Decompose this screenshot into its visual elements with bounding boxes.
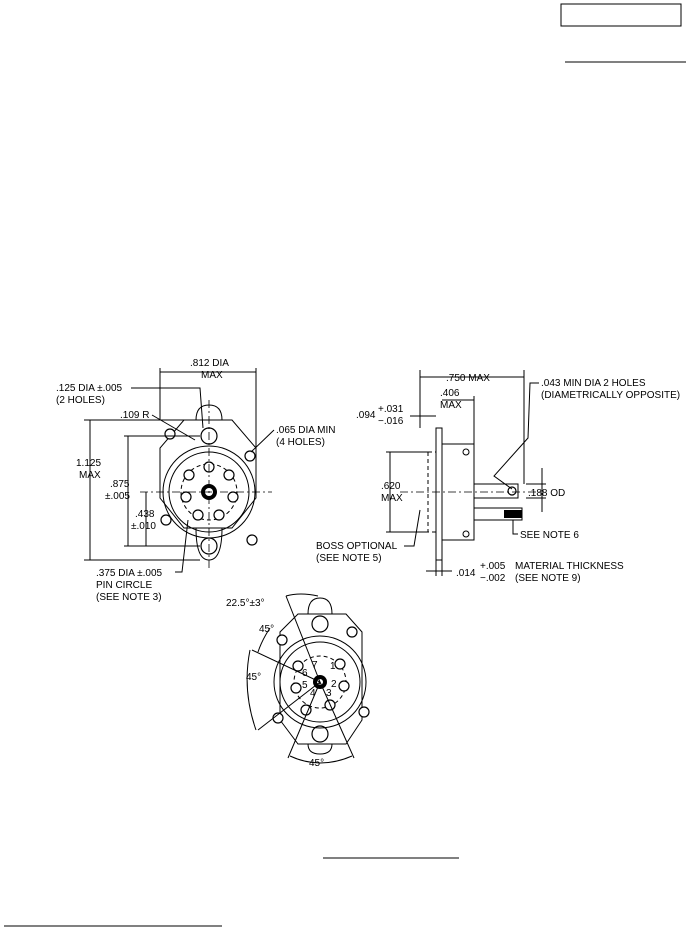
dim-812-max-label: MAX — [201, 370, 223, 381]
angle-ray-45-left — [251, 649, 321, 683]
angle-ray-bottom-right — [319, 681, 355, 759]
pin-number: 4 — [310, 688, 316, 699]
dim-094-minus-label: −.016 — [378, 416, 404, 427]
pin-number: 6 — [302, 668, 308, 679]
dim-750-label: .750 MAX — [446, 373, 490, 384]
dim-014-plus-label: +.005 — [480, 561, 506, 572]
boss-optional-leader — [404, 509, 421, 547]
dim-438-label: .438 — [135, 509, 155, 520]
header-box — [560, 3, 682, 27]
side-terminal-lug — [504, 510, 522, 518]
angle-arc-45-bottom — [289, 755, 353, 764]
angle-ray-bottom-left — [287, 681, 321, 759]
pin-hole-5 — [290, 682, 302, 694]
material-thickness-label: MATERIAL THICKNESS — [515, 561, 624, 572]
dim-065-leader — [250, 429, 275, 453]
see-note-9-label: (SEE NOTE 9) — [515, 573, 581, 584]
pin-corner-hole-tr — [346, 626, 358, 638]
dim-406-max-label: MAX — [440, 400, 462, 411]
dim-094-plus-label: +.031 — [378, 404, 404, 415]
dim-875-tol-label: ±.005 — [105, 491, 130, 502]
side-terminal-hole — [507, 486, 517, 496]
angle-225-label: 22.5°±3° — [226, 598, 265, 609]
pin-circle-label: PIN CIRCLE — [96, 580, 152, 591]
side-view: .750 MAX .406 MAX .094 +.031 −.016 .043 … — [316, 370, 680, 584]
dim-406-label: .406 — [440, 388, 460, 399]
dim-620-max-label: MAX — [381, 493, 403, 504]
front-corner-hole-bl — [160, 514, 172, 526]
dim-188-label: .188 OD — [528, 488, 565, 499]
angle-45-top-label: 45° — [259, 624, 274, 635]
side-flange-plate — [435, 427, 443, 561]
pin-number: 1 — [330, 661, 336, 672]
boss-optional-label: BOSS OPTIONAL — [316, 541, 398, 552]
pin-corner-hole-tl — [276, 634, 288, 646]
pin-number: 2 — [331, 679, 337, 690]
dim-094-label: .094 — [356, 410, 376, 421]
dim-375-leader — [175, 519, 189, 573]
pin-bottom-lug — [307, 743, 333, 755]
dim-065-holes-label: (4 HOLES) — [276, 437, 325, 448]
angle-arc-45-left — [246, 649, 257, 731]
front-flange-outline — [159, 419, 257, 529]
see-note-6-label: SEE NOTE 6 — [520, 530, 579, 541]
side-terminal-upper — [473, 483, 519, 499]
see-note-6-leader — [512, 520, 518, 535]
front-corner-hole-br — [246, 534, 258, 546]
front-pin — [183, 469, 195, 481]
pin-top-lug — [307, 597, 333, 615]
see-note-5-label: (SEE NOTE 5) — [316, 553, 382, 564]
dim-014-minus-label: −.002 — [480, 573, 506, 584]
dim-375-label: .375 DIA ±.005 — [96, 568, 163, 579]
see-note-3-label: (SEE NOTE 3) — [96, 592, 162, 603]
pin-flange-outline — [279, 613, 363, 745]
angle-45-bottom-label: 45° — [309, 758, 324, 769]
dim-109r-label: .109 R — [120, 410, 149, 421]
pin-view: 1 2 3 4 5 6 7 22.5°±3° 45° 45° 45° — [226, 593, 370, 769]
pin-hole-1 — [334, 658, 346, 670]
dim-014-label: .014 — [456, 568, 476, 579]
dim-043-leader — [493, 382, 539, 490]
pin-corner-hole-br — [358, 706, 370, 718]
dim-812-label: .812 DIA — [190, 358, 229, 369]
pin-bottom-mount-hole — [311, 725, 329, 743]
dim-875-label: .875 — [110, 479, 130, 490]
front-pin — [223, 469, 235, 481]
front-corner-hole-tr — [244, 450, 256, 462]
pin-hole-6 — [292, 660, 304, 672]
dim-043-note-label: (DIAMETRICALLY OPPOSITE) — [541, 390, 680, 401]
front-pin — [213, 509, 225, 521]
front-pin — [192, 509, 204, 521]
front-corner-hole-tl — [164, 428, 176, 440]
pin-number: 7 — [312, 660, 318, 671]
side-knob-top — [462, 448, 470, 456]
front-view: .812 DIA MAX .125 DIA ±.005 (2 HOLES) .1… — [56, 358, 335, 603]
front-pin — [227, 491, 239, 503]
pin-top-mount-hole — [311, 615, 329, 633]
pin-hole-2 — [338, 680, 350, 692]
dim-620-label: .620 — [381, 481, 401, 492]
dim-438-tol-label: ±.010 — [131, 521, 156, 532]
dim-1125-label: 1.125 — [76, 458, 101, 469]
dim-125-leader — [131, 387, 204, 429]
dim-1125-max-label: MAX — [79, 470, 101, 481]
angle-arc-225 — [285, 593, 319, 597]
dim-125-holes-label: (2 HOLES) — [56, 395, 105, 406]
pin-body-inner — [279, 641, 361, 723]
side-knob-bottom — [462, 530, 470, 538]
dim-125-label: .125 DIA ±.005 — [56, 383, 123, 394]
pin-number: 5 — [302, 680, 308, 691]
dim-043-label: .043 MIN DIA 2 HOLES — [541, 378, 646, 389]
angle-ray-45-lower — [257, 681, 321, 731]
front-pin — [180, 491, 192, 503]
dim-065-label: .065 DIA MIN — [276, 425, 335, 436]
angle-45-left-label: 45° — [246, 672, 261, 683]
angle-arc-45-top — [257, 627, 271, 653]
pin-body-outer — [273, 635, 367, 729]
pin-number: 3 — [326, 688, 332, 699]
angle-ray-225 — [285, 595, 321, 683]
